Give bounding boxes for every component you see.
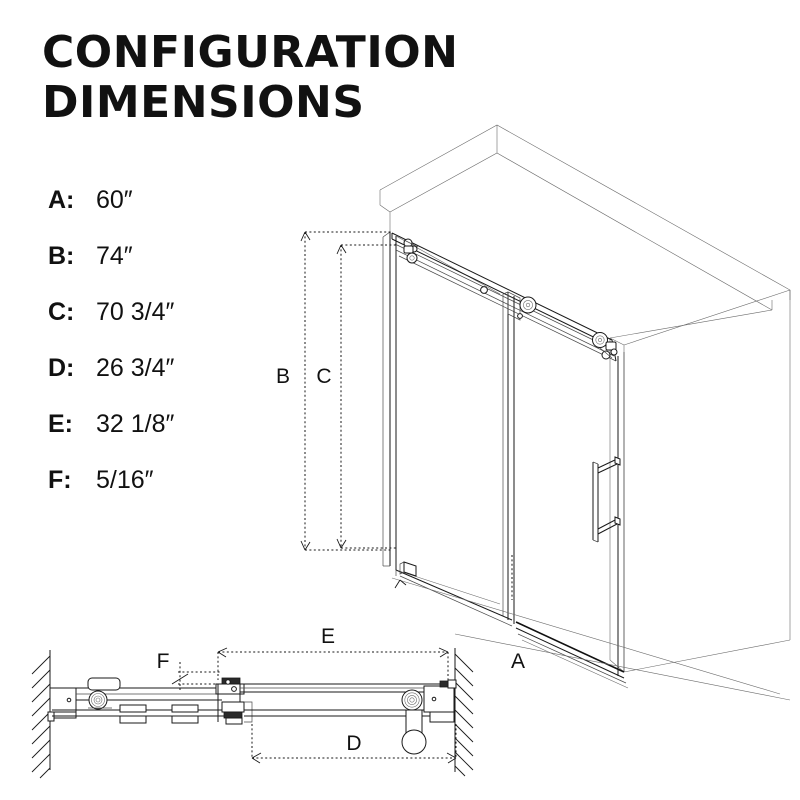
door-bar-handle [592, 456, 621, 543]
dimension-d: D [251, 724, 457, 764]
right-wall-bracket [423, 679, 457, 723]
legend-value-d: 26 3/4″ [96, 354, 175, 382]
fixed-glass-panel [382, 231, 501, 605]
bottom-threshold-rail [395, 569, 629, 689]
title-line-2: DIMENSIONS [42, 77, 365, 128]
legend-value-c: 70 3/4″ [96, 298, 175, 326]
left-plan-roller [87, 677, 121, 710]
dimension-c: C [316, 244, 398, 549]
legend-item-c: C: 70 3/4″ [48, 298, 288, 354]
legend-value-b: 74″ [96, 242, 133, 270]
fixed-glass-in-plan [52, 704, 232, 724]
legend-key-a: A: [48, 186, 75, 214]
dimension-legend: A: 60″ B: 74″ C: 70 3/4″ D: 26 3/4″ E: 3… [48, 186, 288, 522]
center-clamp-assembly [215, 677, 253, 725]
dimension-e: E [217, 625, 449, 682]
legend-key-b: B: [48, 242, 75, 270]
dimension-label-d: D [346, 732, 361, 755]
left-roller-assembly [403, 238, 419, 264]
legend-key-d: D: [48, 354, 75, 382]
right-plan-roller [401, 689, 423, 711]
title-line-1: CONFIGURATION [42, 27, 459, 78]
bottom-guide-block [399, 561, 417, 577]
legend-key-c: C: [48, 298, 75, 326]
left-wall-hatch [31, 650, 51, 779]
dimension-label-c: C [316, 365, 331, 388]
right-roller-assembly [592, 332, 618, 360]
legend-item-a: A: 60″ [48, 186, 288, 242]
handle-in-plan [401, 709, 427, 755]
dimension-f: F [157, 650, 222, 690]
sliding-glass-door [480, 286, 625, 676]
legend-item-d: D: 26 3/4″ [48, 354, 288, 410]
dimension-label-a: A [511, 650, 525, 673]
left-wall-bracket [47, 687, 77, 722]
dimension-a: A [391, 577, 791, 701]
page-title: CONFIGURATION DIMENSIONS [42, 28, 512, 128]
legend-value-a: 60″ [96, 186, 133, 214]
legend-key-e: E: [48, 410, 73, 438]
right-wall-hatch [454, 648, 474, 777]
dimension-label-e: E [321, 625, 335, 648]
legend-item-b: B: 74″ [48, 242, 288, 298]
dimension-b: B [276, 231, 392, 551]
legend-value-f: 5/16″ [96, 466, 154, 494]
dimension-label-f: F [157, 650, 170, 673]
legend-key-f: F: [48, 466, 72, 494]
legend-item-f: F: 5/16″ [48, 466, 288, 522]
dimension-label-b: B [276, 365, 290, 388]
top-roller-track [391, 232, 617, 362]
legend-value-e: 32 1/8″ [96, 410, 175, 438]
legend-item-e: E: 32 1/8″ [48, 410, 288, 466]
